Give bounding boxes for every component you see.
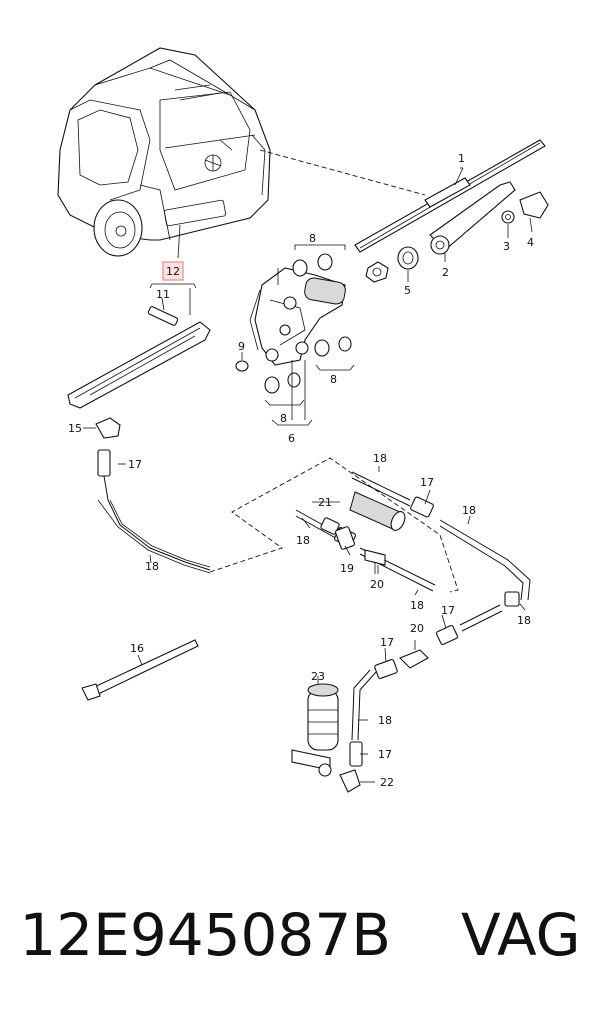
- callout-6: 6: [288, 432, 295, 445]
- washer-hose-right: [295, 471, 531, 601]
- callout-12: 12: [166, 265, 180, 278]
- callout-18c: 18: [296, 534, 310, 547]
- callout-18a: 18: [373, 452, 387, 465]
- hose-connector-15: [95, 417, 121, 439]
- callout-1: 1: [458, 152, 465, 165]
- cap-part: [519, 191, 549, 233]
- car-rear-illustration: [57, 47, 271, 257]
- callout-9: 9: [238, 340, 245, 353]
- wiper-blade: [354, 139, 546, 253]
- part-caption: 12E945087B VAG: [0, 885, 600, 985]
- callout-17b: 17: [420, 476, 434, 489]
- callout-18g: 18: [378, 714, 392, 727]
- callout-20b: 20: [410, 622, 424, 635]
- callout-16: 16: [130, 642, 144, 655]
- callout-4: 4: [527, 236, 534, 249]
- callout-23: 23: [311, 670, 325, 683]
- washer-pump-23: [291, 676, 339, 777]
- callout-8c: 8: [280, 412, 287, 425]
- callout-17a: 17: [128, 458, 142, 471]
- t-connector-20: [364, 549, 386, 574]
- callout-15: 15: [68, 422, 82, 435]
- washer-hose-lower: [349, 591, 520, 767]
- callout-18f: 18: [517, 614, 531, 627]
- wiper-motor: [249, 267, 346, 366]
- callout-17e: 17: [378, 748, 392, 761]
- callout-18d: 18: [145, 560, 159, 573]
- callout-22: 22: [380, 776, 394, 789]
- parts-diagram: 1 2 3 4 5 6 8 8 8 9 11 12 15 16 17 17 17…: [57, 47, 549, 793]
- callout-17d: 17: [380, 636, 394, 649]
- leader-lines: [83, 167, 526, 783]
- nut-9: [235, 352, 249, 372]
- callout-11: 11: [156, 288, 170, 301]
- highlight-box-12: [162, 261, 184, 281]
- callout-5: 5: [404, 284, 411, 297]
- cable-tie-16: [81, 639, 199, 701]
- nut-part: [501, 210, 515, 238]
- callout-8b: 8: [330, 373, 337, 386]
- grommet-part: [365, 246, 419, 283]
- callout-18e: 18: [410, 599, 424, 612]
- callout-3: 3: [503, 240, 510, 253]
- callout-21: 21: [318, 496, 332, 509]
- foam-sleeve-21: [349, 491, 406, 531]
- connector-19: [335, 526, 355, 550]
- callout-8a: 8: [309, 232, 316, 245]
- connector-22: [339, 769, 361, 793]
- callout-labels: 1 2 3 4 5 6 8 8 8 9 11 12 15 16 17 17 17…: [68, 152, 534, 789]
- callout-20a: 20: [370, 578, 384, 591]
- rubber-grommets-8: [264, 244, 355, 406]
- part-number: 12E945087B: [19, 901, 392, 969]
- wiper-arm: [429, 181, 516, 262]
- callout-19: 19: [340, 562, 354, 575]
- callout-17c: 17: [441, 604, 455, 617]
- callout-2: 2: [442, 266, 449, 279]
- third-brake-light: [67, 283, 211, 409]
- washer-hose-left: [97, 449, 211, 574]
- brand-label: VAG: [461, 901, 581, 969]
- callout-18b: 18: [462, 504, 476, 517]
